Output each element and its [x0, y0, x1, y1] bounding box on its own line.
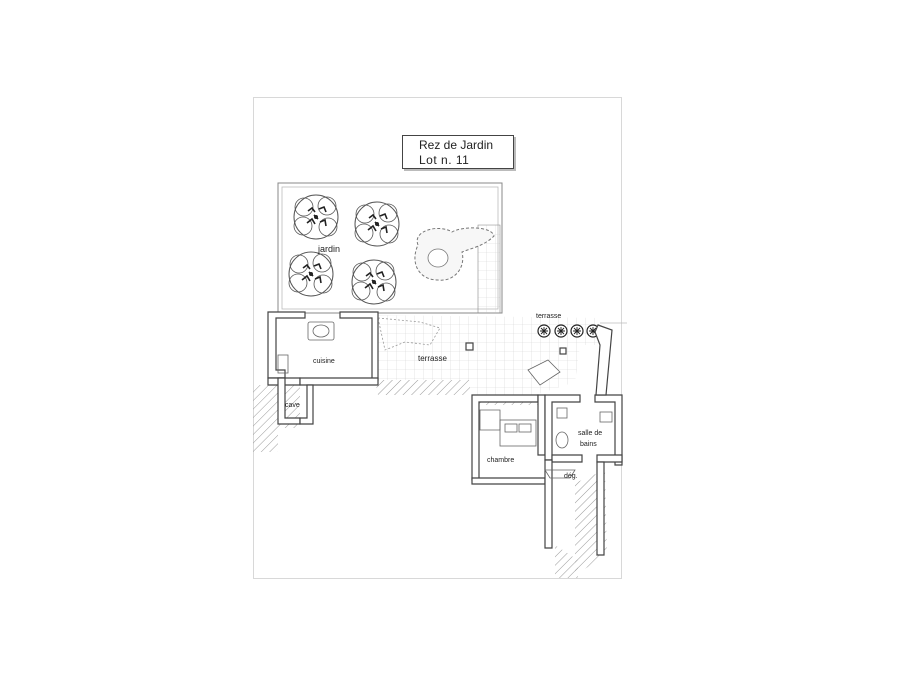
fixtures	[277, 321, 613, 479]
ground-hatch	[253, 380, 607, 578]
label-cave: cave	[285, 402, 300, 409]
label-terrasse: terrasse	[418, 354, 447, 363]
title-box: Rez de Jardin Lot n. 11	[402, 135, 514, 169]
label-jardin: jardin	[317, 244, 340, 254]
label-bains: bains	[580, 441, 597, 448]
label-salle-de: salle de	[578, 430, 602, 437]
walls	[267, 311, 623, 556]
room-labels: jardin terrasse cuisine terrasse cave ch…	[285, 244, 602, 480]
title-line-2: Lot n. 11	[419, 153, 470, 167]
garden	[277, 182, 503, 314]
stone-pond	[414, 227, 495, 281]
drawing-frame	[253, 97, 622, 579]
label-cuisine: cuisine	[313, 358, 335, 365]
garden-trees	[288, 194, 400, 305]
label-terrasse-top: terrasse	[536, 313, 561, 320]
label-degagement: dég.	[564, 473, 578, 480]
title-line-1: Rez de Jardin	[419, 138, 494, 152]
label-chambre: chambre	[487, 457, 514, 464]
